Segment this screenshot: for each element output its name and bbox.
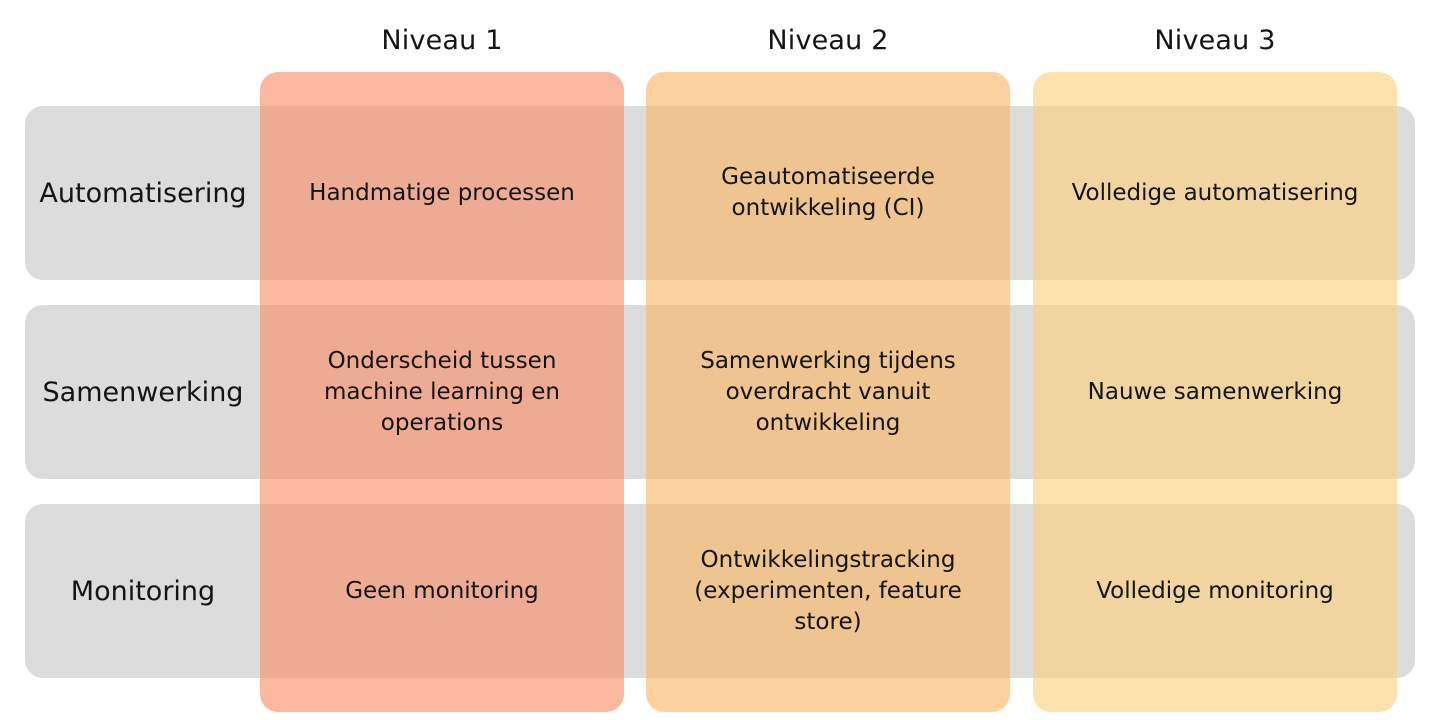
row-label-automatisering: Automatisering xyxy=(39,177,247,209)
cell-automatisering-niveau-2: Geautomatiseerde ontwikkeling (CI) xyxy=(721,164,935,221)
cell-monitoring-niveau-3: Volledige monitoring xyxy=(1096,577,1334,604)
cell-automatisering-niveau-1: Handmatige processen xyxy=(309,179,575,206)
cell-samenwerking-niveau-3: Nauwe samenwerking xyxy=(1087,378,1343,405)
column-header-niveau-2: Niveau 2 xyxy=(767,24,889,56)
cell-monitoring-niveau-1: Geen monitoring xyxy=(345,577,539,604)
column-band-niveau-2 xyxy=(646,72,1010,712)
column-header-niveau-1: Niveau 1 xyxy=(381,24,503,56)
row-label-samenwerking: Samenwerking xyxy=(42,376,244,408)
cell-automatisering-niveau-3: Volledige automatisering xyxy=(1071,179,1359,206)
cell-samenwerking-niveau-1: Onderscheid tussen machine learning en o… xyxy=(323,347,561,436)
cell-samenwerking-niveau-2: Samenwerking tijdens overdracht vanuit o… xyxy=(700,347,956,436)
column-band-niveau-1 xyxy=(260,72,624,712)
cell-monitoring-niveau-2: Ontwikkelingstracking (experimenten, fea… xyxy=(694,546,962,635)
row-label-monitoring: Monitoring xyxy=(70,575,216,607)
column-header-niveau-3: Niveau 3 xyxy=(1154,24,1276,56)
column-band-niveau-3 xyxy=(1033,72,1397,712)
